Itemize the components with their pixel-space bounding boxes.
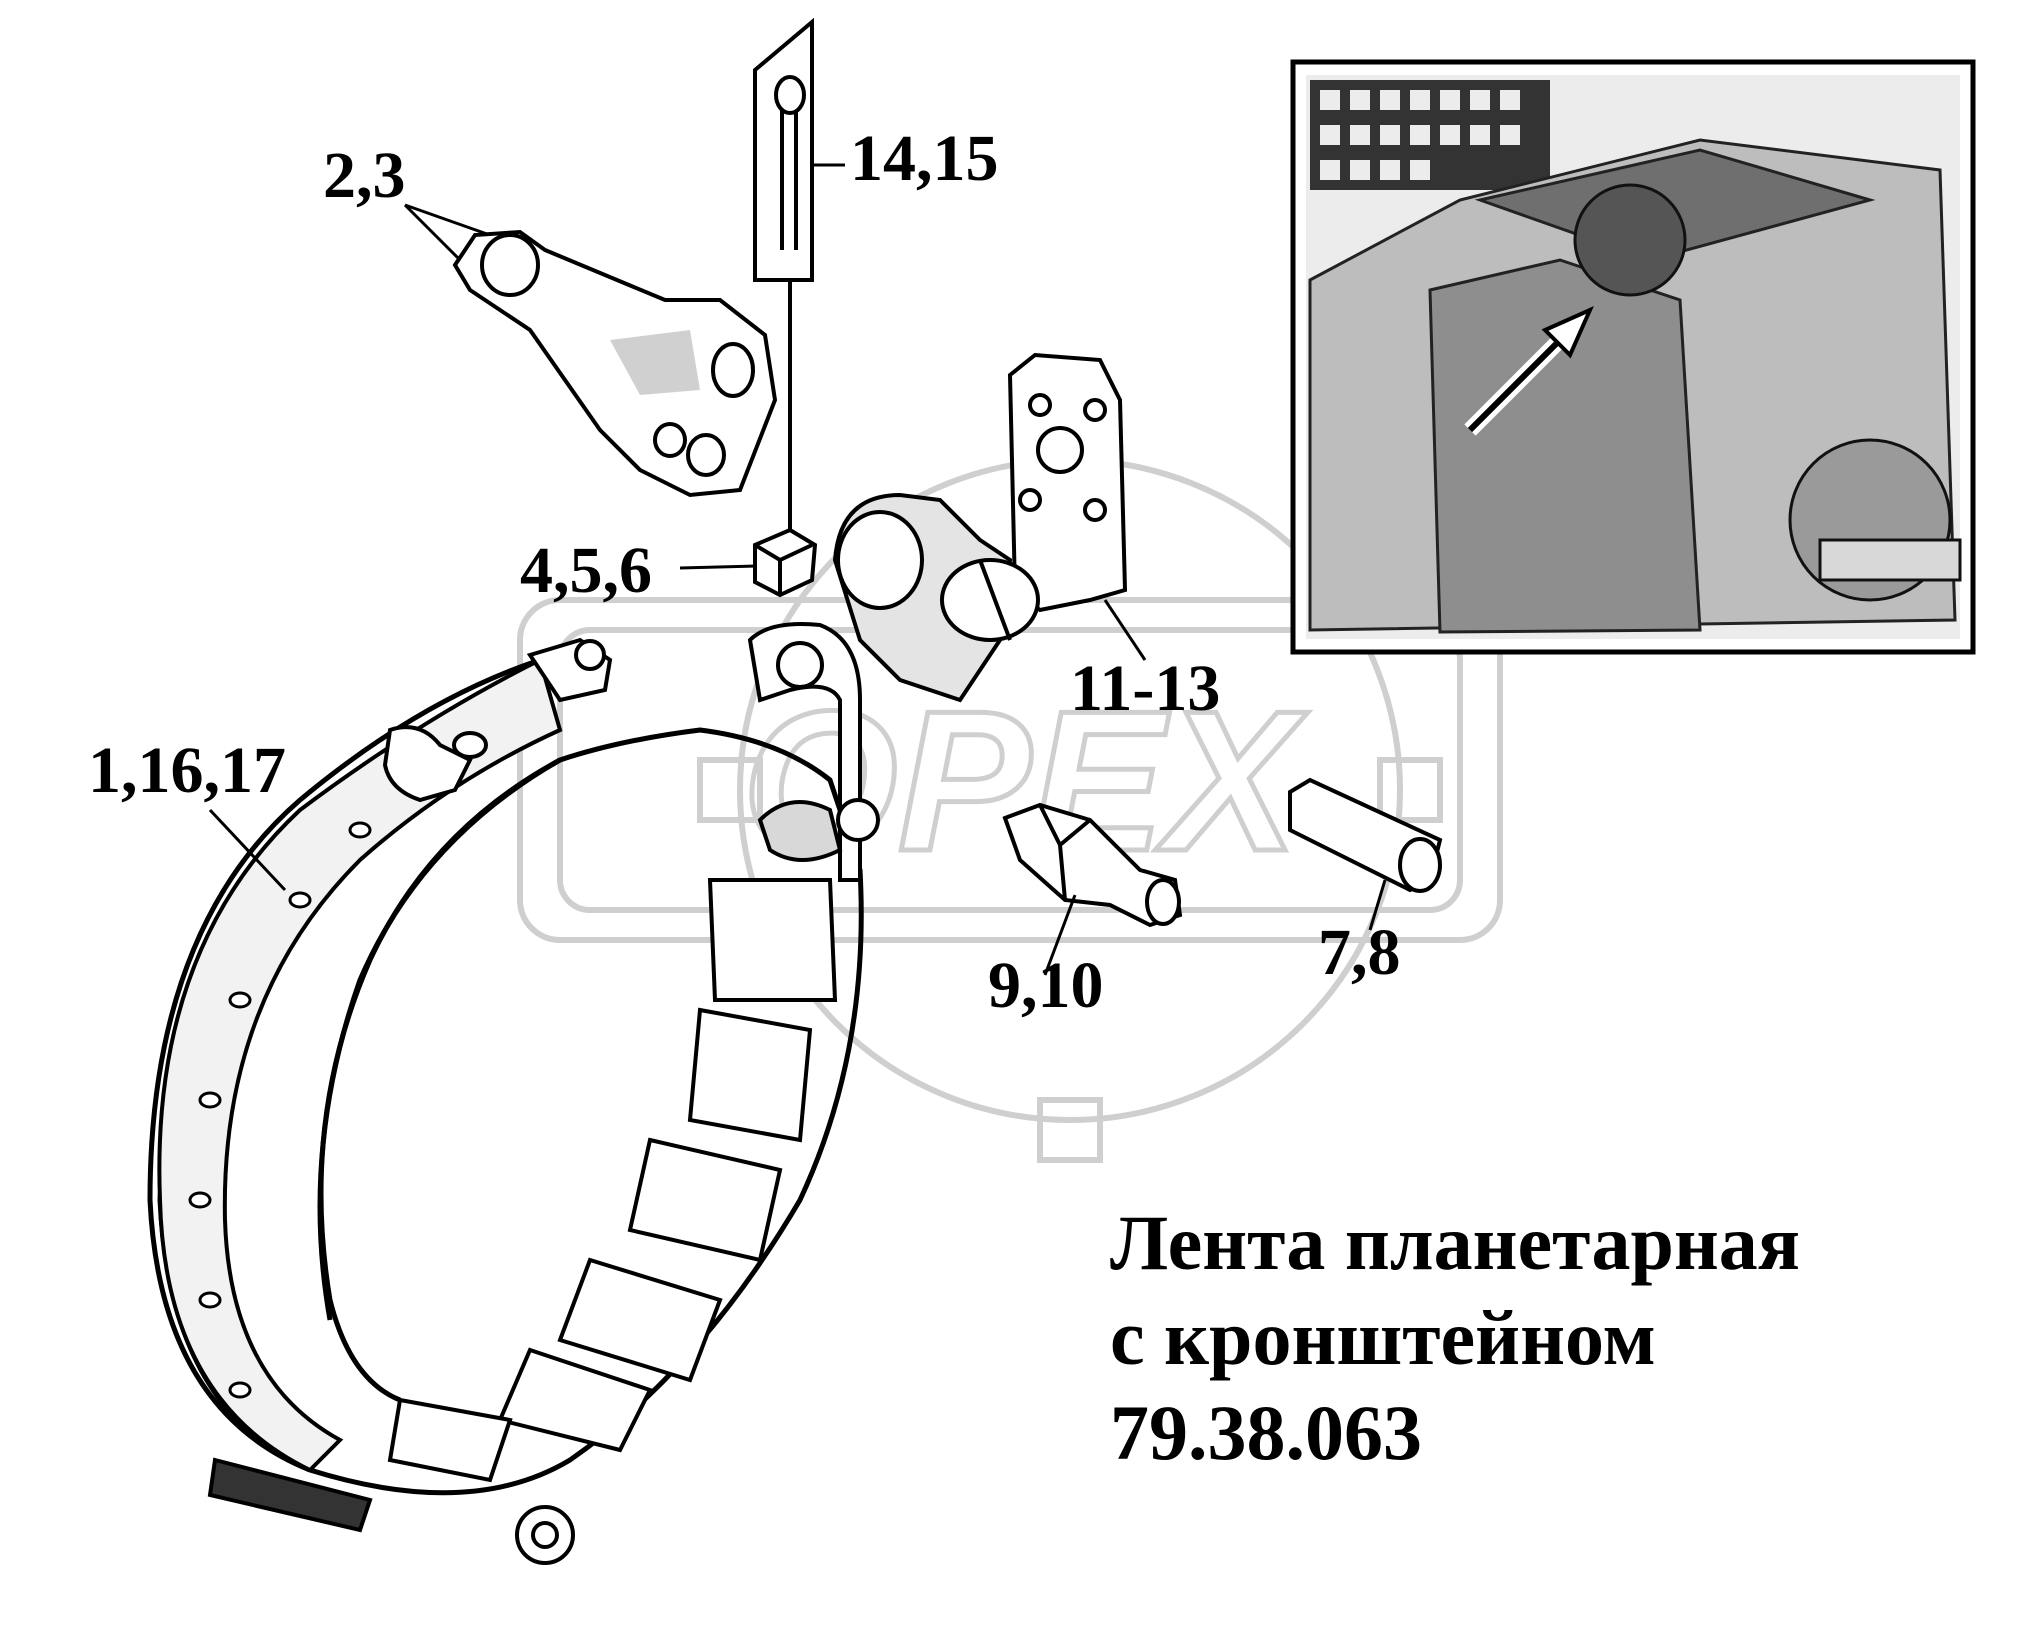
callout-9-10: 9,10 — [988, 949, 1104, 1022]
part-nut — [753, 527, 818, 598]
callout-7-8: 7,8 — [1318, 916, 1401, 989]
drawing-title: Лента планетарная с кронштейном 79.38.06… — [1110, 1195, 1800, 1480]
part-cotter-pin — [753, 17, 814, 535]
inset-photo — [1290, 59, 1976, 655]
callout-2-3: 2,3 — [323, 139, 406, 212]
part-fork-bracket — [832, 352, 1128, 703]
part-sleeve — [1288, 777, 1443, 893]
callout-1-16-17: 1,16,17 — [88, 734, 286, 807]
title-line-1: Лента планетарная — [1110, 1199, 1800, 1286]
callout-11-13: 11-13 — [1070, 652, 1221, 725]
part-bracket-arm — [452, 229, 778, 498]
callout-4-5-6: 4,5,6 — [520, 534, 652, 607]
leader-lines — [208, 163, 1387, 976]
title-line-2: с кронштейном — [1110, 1294, 1656, 1381]
part-pin — [1002, 802, 1183, 928]
callout-14-15: 14,15 — [850, 122, 999, 195]
title-part-number: 79.38.063 — [1110, 1389, 1422, 1476]
